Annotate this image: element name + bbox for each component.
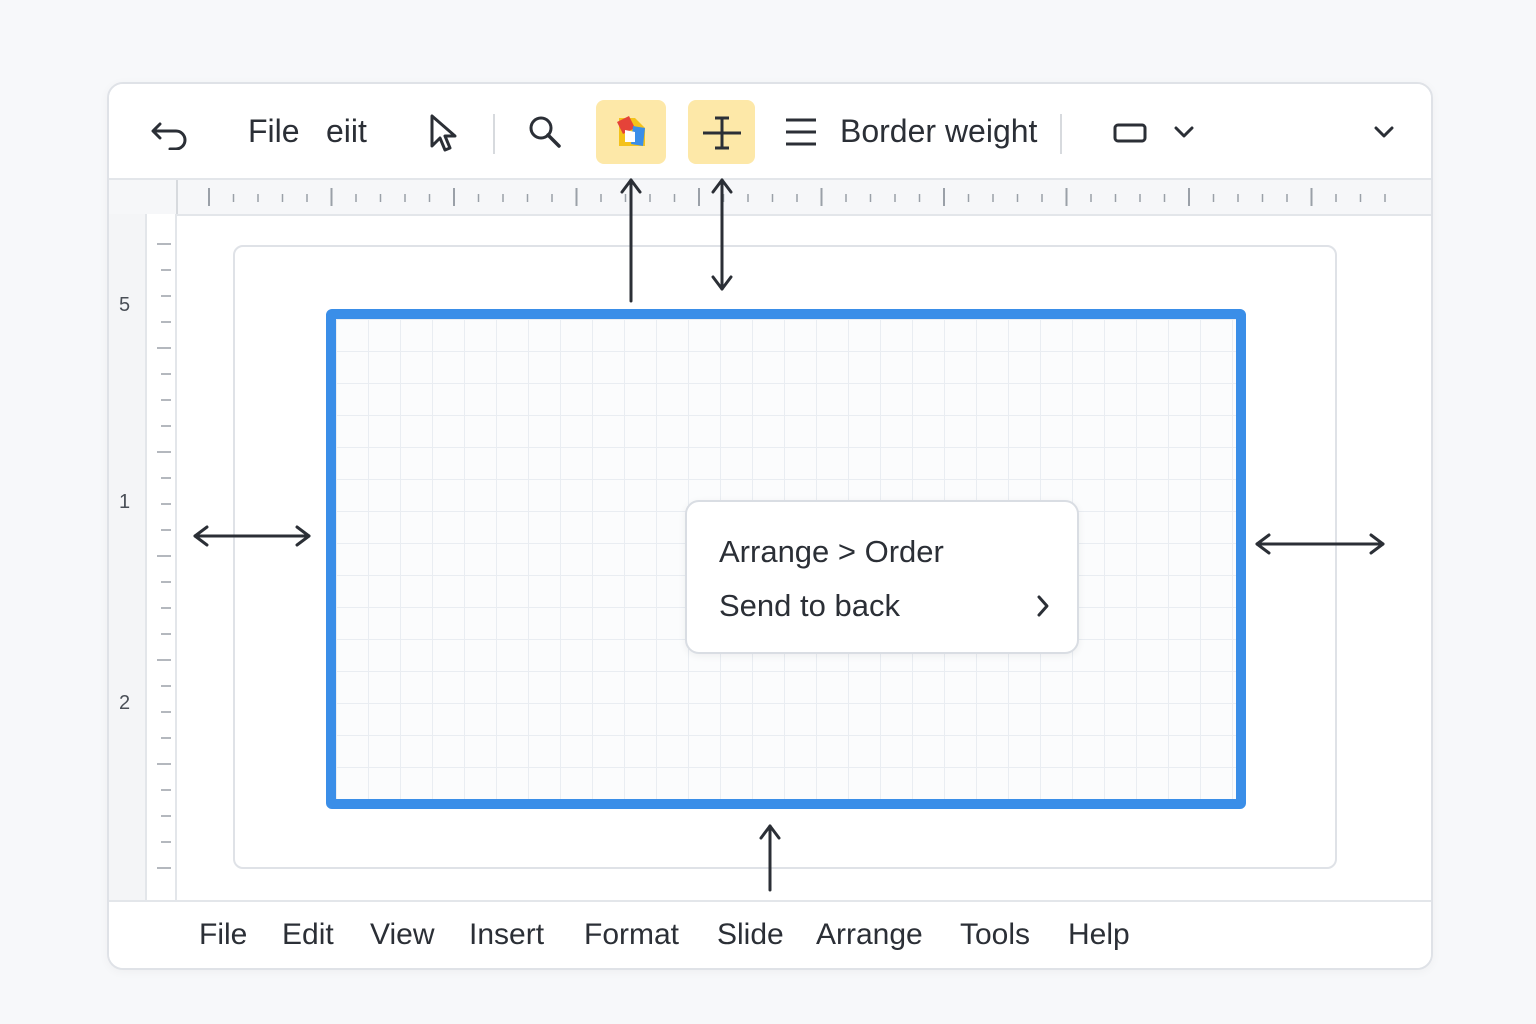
toolbar: File eiit Border weight bbox=[109, 84, 1431, 180]
menubar-item-tools[interactable]: Tools bbox=[960, 918, 1031, 951]
toolbar-file-label[interactable]: File bbox=[248, 113, 300, 149]
toolbar-separator bbox=[1060, 114, 1062, 154]
ruler-label: 2 bbox=[119, 692, 131, 714]
undo-icon[interactable] bbox=[147, 110, 193, 156]
toolbar-edit-label[interactable]: eiit bbox=[326, 113, 367, 149]
menu-item-send-to-back[interactable]: Send to back bbox=[719, 588, 900, 623]
chevron-right-icon bbox=[1035, 594, 1051, 623]
context-menu: Arrange > Order Send to back bbox=[685, 500, 1079, 654]
rectangle-icon[interactable] bbox=[1111, 120, 1149, 146]
menubar-item-file[interactable]: File bbox=[199, 918, 248, 951]
menubar-item-arrange[interactable]: Arrange bbox=[816, 918, 923, 951]
menubar-item-insert[interactable]: Insert bbox=[469, 918, 545, 951]
border-weight-label[interactable]: Border weight bbox=[840, 113, 1038, 149]
menubar: File Edit View Insert Format Slide Arran… bbox=[109, 900, 1431, 968]
resize-arrows bbox=[193, 178, 1385, 892]
selected-rectangle-shape[interactable] bbox=[326, 309, 1246, 809]
menubar-item-edit[interactable]: Edit bbox=[282, 918, 334, 951]
left-ruler: 5 1 2 bbox=[109, 214, 177, 900]
colorful-app-icon[interactable] bbox=[596, 100, 666, 164]
top-ruler bbox=[109, 180, 1431, 216]
more-chevron-down-icon[interactable] bbox=[1371, 122, 1397, 142]
search-icon[interactable] bbox=[525, 112, 565, 152]
menubar-item-format[interactable]: Format bbox=[584, 918, 680, 951]
app-window: File eiit Border weight bbox=[107, 82, 1433, 970]
hamburger-icon[interactable] bbox=[783, 114, 819, 150]
move-crosshair-icon[interactable] bbox=[688, 100, 755, 164]
ruler-label: 5 bbox=[119, 294, 131, 316]
toolbar-separator bbox=[493, 114, 495, 154]
chevron-down-icon[interactable] bbox=[1171, 122, 1197, 142]
menubar-item-slide[interactable]: Slide bbox=[717, 918, 784, 951]
ruler-label: 1 bbox=[119, 491, 131, 513]
menu-item-arrange-order[interactable]: Arrange > Order bbox=[719, 534, 944, 569]
menubar-item-view[interactable]: View bbox=[370, 918, 435, 951]
menubar-item-help[interactable]: Help bbox=[1068, 918, 1130, 951]
cursor-icon[interactable] bbox=[423, 112, 463, 154]
